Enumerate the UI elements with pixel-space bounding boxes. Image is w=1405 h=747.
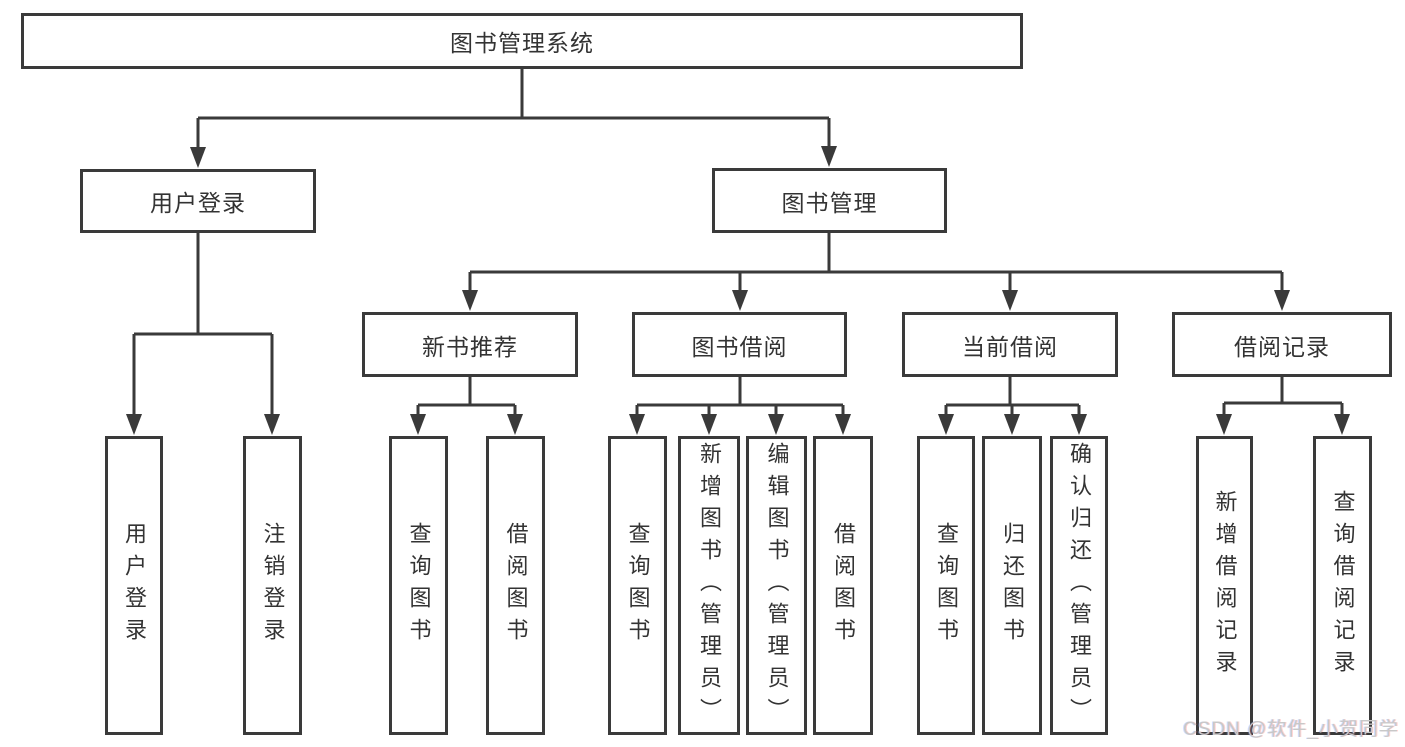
node-label: 当前借阅: [962, 333, 1058, 360]
leaf-label: 查询图书: [934, 521, 959, 650]
leaf-borrow-books-borrowing: 借阅图书: [813, 436, 873, 735]
leaf-label: 编辑图书（管理员）: [764, 441, 790, 730]
leaf-query-borrow-record: 查询借阅记录: [1313, 436, 1372, 735]
leaf-label: 新增借阅记录: [1212, 489, 1238, 682]
node-user-login: 用户登录: [80, 169, 316, 233]
node-label: 新书推荐: [422, 333, 518, 360]
leaf-user-login: 用户登录: [105, 436, 163, 735]
leaf-query-books-borrowing: 查询图书: [608, 436, 667, 735]
leaf-add-borrow-record: 新增借阅记录: [1196, 436, 1253, 735]
leaf-query-books-recommend: 查询图书: [389, 436, 448, 735]
node-label: 用户登录: [150, 190, 246, 216]
node-label: 图书管理系统: [450, 30, 594, 56]
leaf-query-books-current: 查询图书: [917, 436, 975, 735]
leaf-label: 注销登录: [260, 521, 286, 650]
node-borrowing-records: 借阅记录: [1172, 312, 1392, 377]
leaf-logout: 注销登录: [243, 436, 302, 735]
node-book-borrowing: 图书借阅: [632, 312, 847, 377]
leaf-label: 查询图书: [406, 521, 432, 650]
leaf-label: 借阅图书: [503, 521, 529, 650]
leaf-label: 归还图书: [1000, 521, 1025, 650]
leaf-edit-books-admin: 编辑图书（管理员）: [746, 436, 807, 735]
node-label: 图书借阅: [691, 333, 788, 360]
leaf-return-books: 归还图书: [982, 436, 1042, 735]
node-library-management-system: 图书管理系统: [21, 13, 1023, 69]
node-label: 借阅记录: [1234, 333, 1330, 360]
node-book-management: 图书管理: [712, 168, 947, 233]
leaf-label: 用户登录: [122, 521, 147, 650]
node-label: 图书管理: [781, 189, 878, 216]
node-current-borrowing: 当前借阅: [902, 312, 1118, 377]
leaf-label: 查询借阅记录: [1330, 489, 1356, 682]
leaf-label: 确认归还（管理员）: [1067, 441, 1092, 730]
leaf-add-books-admin: 新增图书（管理员）: [678, 436, 740, 735]
leaf-label: 查询图书: [625, 521, 651, 650]
leaf-borrow-books-recommend: 借阅图书: [486, 436, 545, 735]
leaf-label: 借阅图书: [831, 521, 856, 650]
watermark-text: CSDN @软件_小贺同学: [1183, 719, 1399, 740]
leaf-label: 新增图书（管理员）: [697, 441, 722, 730]
leaf-confirm-return-admin: 确认归还（管理员）: [1050, 436, 1108, 735]
node-new-book-recommendation: 新书推荐: [362, 312, 578, 377]
